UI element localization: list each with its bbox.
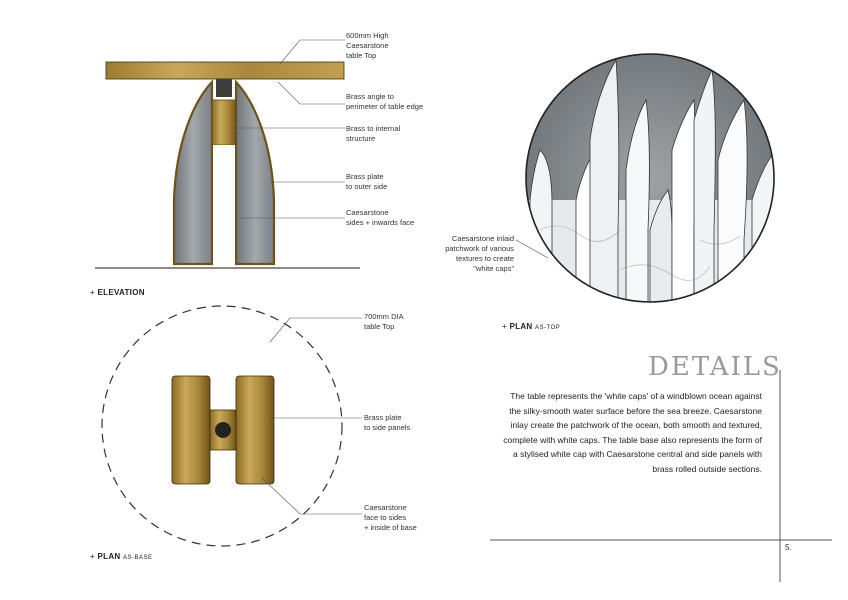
elevation-drawing xyxy=(95,39,360,269)
details-title: DETAILS xyxy=(648,352,782,382)
note-brass-plate: Brass plate to outer side xyxy=(346,172,388,191)
note-brass-internal: Brass to internal structure xyxy=(346,124,401,143)
caption-plan-base: + PLAN AS-BASE xyxy=(90,552,153,561)
plan-top-drawing xyxy=(515,53,775,303)
note-dia: 700mm DIA table Top xyxy=(364,312,404,331)
page-number: 5. xyxy=(785,543,792,552)
note-brass-side: Brass plate to side panels xyxy=(364,413,411,432)
plan-base-drawing xyxy=(101,305,362,547)
base-right-panel xyxy=(235,375,275,485)
note-caesarstone-face: Caesarstone face to sides + inside of ba… xyxy=(364,503,417,532)
note-tabletop: 600mm High Caesarstone table Top xyxy=(346,31,389,60)
note-caesarstone-sides: Caesarstone sides + inwards face xyxy=(346,208,415,227)
details-body: The table represents the 'white caps' of… xyxy=(503,391,762,474)
base-left-panel xyxy=(171,375,211,485)
left-side-panel xyxy=(172,79,214,266)
brass-internal xyxy=(211,99,237,146)
note-inlaid: Caesarstone inlaid patchwork of various … xyxy=(445,234,514,273)
caption-elevation: + ELEVATION xyxy=(90,288,145,297)
note-brass-angle: Brass angle to perimeter of table edge xyxy=(346,92,424,111)
caption-plan-top: + PLAN AS-TOP xyxy=(502,322,561,331)
tabletop-elevation xyxy=(105,61,345,80)
right-side-panel xyxy=(234,79,276,266)
